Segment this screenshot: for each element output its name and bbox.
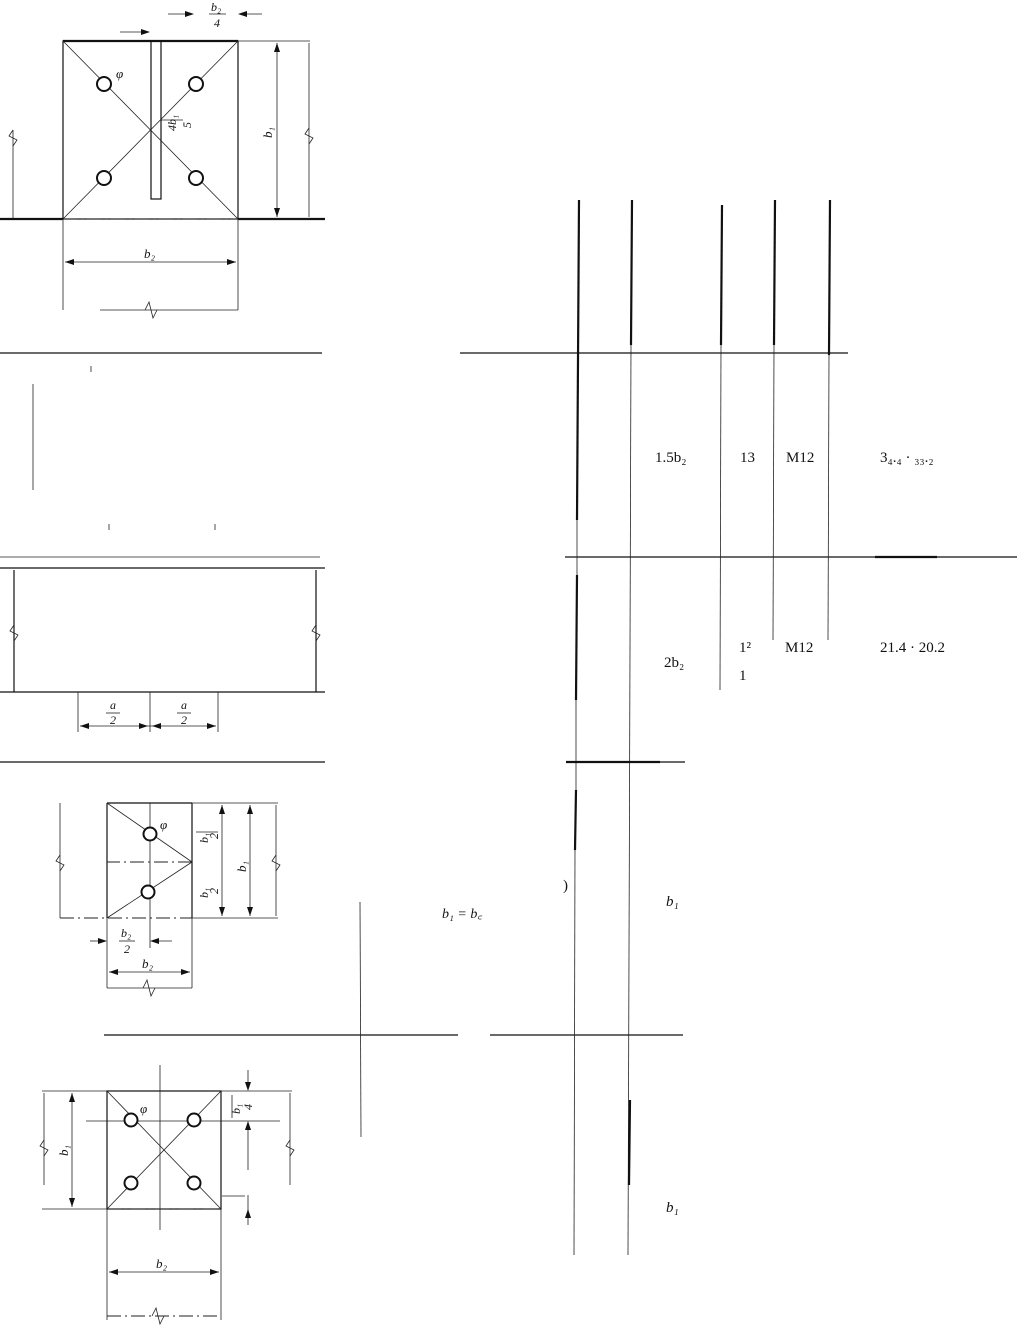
row2-size: 2b₂ — [664, 655, 684, 671]
bolt-hole — [188, 170, 204, 186]
row2-count-2: 1 — [739, 668, 747, 684]
b2-over-4-num: b₂ — [211, 0, 221, 14]
b2-over-2-den: 2 — [124, 942, 130, 956]
phi-label: φ — [116, 66, 123, 81]
phi-label-3: φ — [160, 817, 167, 832]
b2-over-2-num: b₂ — [121, 926, 131, 940]
plate-figure-4: φ b₁ b₁ 4 b₂ — [39, 1065, 295, 1325]
bolt-hole — [142, 826, 158, 842]
a-over-2-den-left: 2 — [110, 713, 116, 727]
plate-figure-3: φ b₁ b₁ 2 b₁ 2 b₂ 2 b₂ — [55, 802, 281, 998]
b1-over-2-num-top: b₁ — [197, 833, 211, 843]
bolt-hole — [186, 1112, 202, 1128]
bolt-hole — [123, 1112, 139, 1128]
bolt-hole — [186, 1175, 202, 1191]
b2-dim-label: b₂ — [144, 246, 156, 261]
b2-dim-label-3: b₂ — [142, 956, 154, 971]
plate-figure-1: φ b₁ b₂ 4 4b₁ 5 b₂ — [0, 0, 325, 320]
row2-bolt: M12 — [785, 640, 813, 656]
row3-note: ) — [563, 878, 568, 894]
row3-size: b₁ — [666, 894, 679, 910]
bolt-hole — [123, 1175, 139, 1191]
b1-dim-label-3: b₁ — [234, 861, 249, 872]
b1-over-4-den: 4 — [241, 1104, 255, 1110]
bolt-hole — [140, 884, 156, 900]
a-over-2-den-right: 2 — [181, 713, 187, 727]
phi-label-4: φ — [140, 1101, 147, 1116]
row2-count: 1² — [739, 640, 752, 656]
b1-over-2-num-bottom: b₁ — [197, 888, 211, 898]
bolt-hole — [96, 76, 112, 92]
table-grid — [566, 199, 937, 1256]
four-b1-over-5-den: 5 — [180, 122, 194, 128]
b2-over-4-den: 4 — [214, 16, 220, 30]
a-over-2-num-left: a — [110, 698, 116, 712]
row1-bolt: M12 — [786, 450, 814, 466]
b2-dim-label-4: b₂ — [156, 1256, 168, 1271]
b1-over-2-den-bottom: 2 — [207, 888, 221, 894]
b1-over-4-num: b₁ — [229, 1104, 243, 1114]
bolt-hole — [96, 170, 112, 186]
four-b1-over-5-num: 4b₁ — [165, 115, 179, 131]
row1-size: 1.5b₂ — [655, 450, 686, 466]
b1-dim-label-4: b₁ — [56, 1145, 71, 1156]
row1-count: 13 — [740, 450, 755, 466]
b1-eq-bc-label: b₁ = b꜀ — [442, 907, 482, 922]
row2-value: 21.4 · 20.2 — [880, 640, 945, 656]
row4-size: b₁ — [666, 1200, 679, 1216]
plate-figure-2: a 2 a 2 — [0, 567, 325, 732]
b1-dim-label: b₁ — [260, 127, 275, 138]
b1-over-2-den-top: 2 — [207, 833, 221, 839]
a-over-2-num-right: a — [181, 698, 187, 712]
row1-value: 3₄.₄ · ₃₃.₂ — [880, 450, 934, 466]
bolt-hole — [188, 76, 204, 92]
